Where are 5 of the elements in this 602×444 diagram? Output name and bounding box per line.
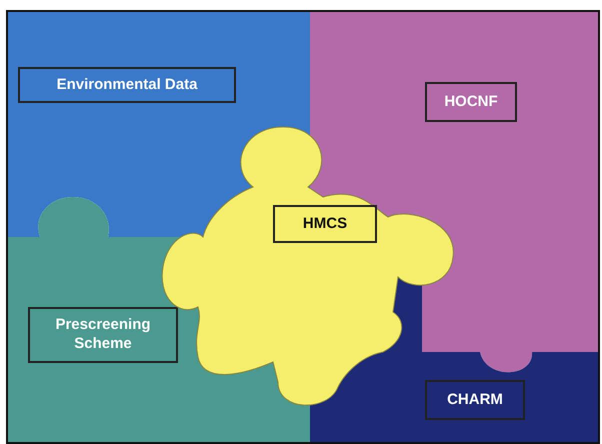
- piece-label: HMCS: [273, 205, 377, 243]
- piece-label: HOCNF: [425, 82, 517, 122]
- piece-label: Prescreening Scheme: [28, 307, 178, 363]
- piece-label: Environmental Data: [18, 67, 236, 103]
- piece-label: CHARM: [425, 380, 525, 420]
